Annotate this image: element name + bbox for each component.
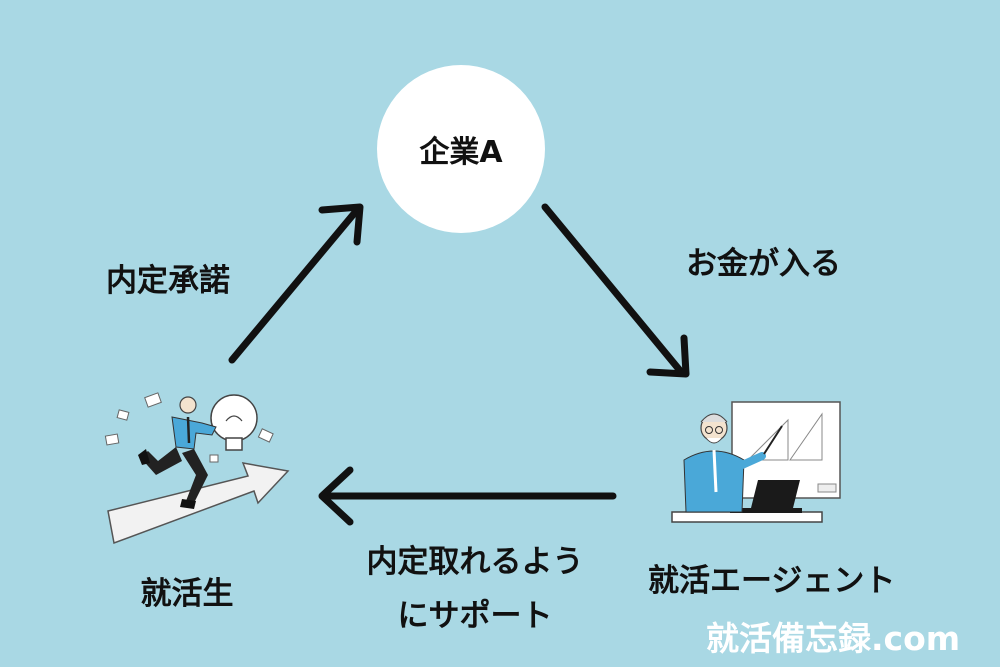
arrow-agent-to-student [318, 466, 617, 526]
student-label: 就活生 [140, 576, 234, 612]
arrow-student-to-company [228, 203, 364, 364]
company-label: 企業A [419, 135, 503, 170]
site-watermark: 就活備忘録.com [706, 619, 961, 658]
arrow-company-to-agent [541, 203, 690, 378]
edge-label-payment: お金が入る [686, 246, 841, 282]
agent-label: 就活エージェント [648, 563, 896, 599]
agent-illustration [671, 401, 841, 523]
student-illustration [104, 392, 290, 545]
edge-label-offer-acceptance: 内定承諾 [106, 263, 230, 299]
company-node: 企業A [377, 65, 545, 233]
edge-label-support-line2: にサポート [397, 598, 553, 634]
edge-label-support-line1: 内定取れるよう [366, 544, 584, 580]
